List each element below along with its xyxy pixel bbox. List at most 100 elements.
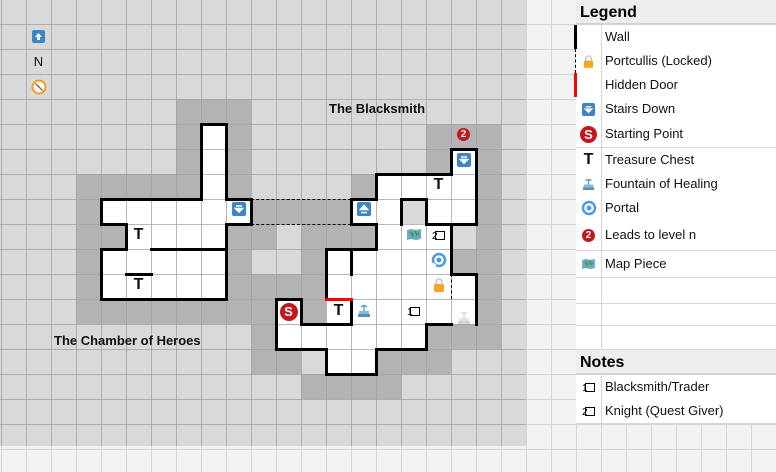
portcullis[interactable] bbox=[451, 274, 452, 299]
wall bbox=[224, 222, 228, 301]
legend-blank-area bbox=[576, 278, 776, 350]
portal-icon[interactable] bbox=[426, 247, 451, 272]
floor-cell bbox=[201, 274, 226, 299]
fog-cell bbox=[251, 349, 276, 374]
portcullis-lock-icon[interactable] bbox=[426, 272, 451, 297]
fog-cell bbox=[301, 374, 326, 399]
floor-cell bbox=[426, 299, 451, 324]
floor-cell bbox=[451, 274, 476, 299]
legend-item-map-piece: Map Piece bbox=[576, 251, 776, 278]
secret-passage-edge bbox=[251, 224, 351, 225]
floor-cell bbox=[376, 249, 401, 274]
wall bbox=[224, 222, 253, 226]
fog-cell bbox=[301, 199, 326, 224]
floor-cell bbox=[376, 274, 401, 299]
stairs-down-icon[interactable] bbox=[451, 147, 476, 172]
note-item-knight: 2 Knight (Quest Giver) bbox=[576, 399, 776, 424]
floor-cell bbox=[326, 324, 351, 349]
floor-cell bbox=[176, 224, 201, 249]
fog-cell bbox=[226, 274, 251, 299]
fog-cell bbox=[76, 299, 101, 324]
fog-cell bbox=[426, 124, 451, 149]
floor-cell bbox=[126, 249, 151, 274]
fountain-of-healing-icon[interactable] bbox=[351, 298, 376, 323]
fog-cell bbox=[226, 249, 251, 274]
floor-cell bbox=[351, 274, 376, 299]
stairs-down-icon[interactable] bbox=[226, 196, 251, 221]
treasure-chest-icon: T bbox=[576, 148, 602, 172]
floor-cell bbox=[351, 249, 376, 274]
wall bbox=[199, 122, 203, 201]
fog-cell bbox=[101, 299, 126, 324]
floor-cell bbox=[201, 224, 226, 249]
legend-item-starting-point: S Starting Point bbox=[576, 121, 776, 148]
note-marker-blacksmith[interactable]: 1 bbox=[401, 298, 426, 323]
treasure-chest-icon[interactable]: T bbox=[133, 225, 144, 243]
floor-cell bbox=[201, 149, 226, 174]
floor-cell bbox=[201, 249, 226, 274]
fog-cell bbox=[476, 224, 501, 249]
fog-cell bbox=[351, 374, 376, 399]
floor-cell bbox=[376, 199, 401, 224]
fog-cell bbox=[276, 199, 301, 224]
treasure-chest-icon[interactable]: T bbox=[433, 175, 444, 193]
wall bbox=[399, 197, 428, 201]
fog-cell bbox=[401, 349, 426, 374]
wall bbox=[349, 247, 353, 276]
portal-icon bbox=[576, 196, 602, 220]
floor-cell bbox=[451, 199, 476, 224]
floor-cell bbox=[451, 174, 476, 199]
fog-cell bbox=[201, 299, 226, 324]
fog-cell bbox=[176, 124, 201, 149]
fog-cell bbox=[126, 174, 151, 199]
dungeon-map[interactable]: N The Blacksmith The Chamber of Heroes 2… bbox=[0, 0, 526, 446]
compass-icon[interactable] bbox=[26, 74, 51, 99]
legend-item-treasure-chest: T Treasure Chest bbox=[576, 148, 776, 173]
wall bbox=[99, 297, 228, 301]
fog-cell bbox=[176, 149, 201, 174]
fog-cell bbox=[301, 224, 326, 249]
stairs-down-icon bbox=[576, 97, 602, 121]
floor-cell bbox=[151, 249, 176, 274]
legend-item-hidden-door: Hidden Door bbox=[574, 73, 776, 98]
fog-cell bbox=[76, 224, 101, 249]
fog-cell bbox=[76, 274, 101, 299]
floor-cell bbox=[126, 199, 151, 224]
stairs-up-icon[interactable] bbox=[351, 196, 376, 221]
wall bbox=[324, 247, 328, 301]
fog-cell bbox=[251, 324, 276, 349]
floor-cell bbox=[176, 274, 201, 299]
treasure-chest-icon[interactable]: T bbox=[333, 301, 344, 319]
fog-cell bbox=[76, 174, 101, 199]
fog-cell bbox=[276, 349, 301, 374]
treasure-chest-icon[interactable]: T bbox=[133, 275, 144, 293]
fog-cell bbox=[151, 299, 176, 324]
wall bbox=[324, 372, 378, 376]
note-marker-knight[interactable]: 2 bbox=[426, 222, 451, 247]
level-icon: 2 bbox=[576, 220, 602, 250]
fog-cell bbox=[426, 149, 451, 174]
fog-cell bbox=[476, 124, 501, 149]
fog-cell bbox=[426, 349, 451, 374]
note-item-blacksmith: 1 Blacksmith/Trader bbox=[576, 375, 776, 400]
wall bbox=[199, 122, 228, 126]
fog-cell bbox=[476, 249, 501, 274]
arrow-up-icon[interactable] bbox=[26, 24, 51, 49]
floor-cell bbox=[376, 299, 401, 324]
floor-cell bbox=[401, 174, 426, 199]
leads-to-level-icon[interactable]: 2 bbox=[451, 122, 476, 147]
floor-cell bbox=[401, 249, 426, 274]
starting-point-icon[interactable]: S bbox=[276, 299, 301, 324]
fog-cell bbox=[76, 249, 101, 274]
fountain-of-healing-icon[interactable] bbox=[451, 305, 476, 330]
map-piece-icon[interactable] bbox=[401, 222, 426, 247]
fog-cell bbox=[451, 249, 476, 274]
legend-item-fountain: Fountain of Healing bbox=[576, 172, 776, 197]
floor-cell bbox=[201, 199, 226, 224]
floor-cell bbox=[401, 274, 426, 299]
area-label-chamber-of-heroes: The Chamber of Heroes bbox=[54, 333, 201, 348]
wall-icon bbox=[574, 25, 602, 49]
hidden-door-icon bbox=[574, 73, 602, 97]
fog-cell bbox=[176, 99, 201, 124]
fog-cell bbox=[476, 174, 501, 199]
